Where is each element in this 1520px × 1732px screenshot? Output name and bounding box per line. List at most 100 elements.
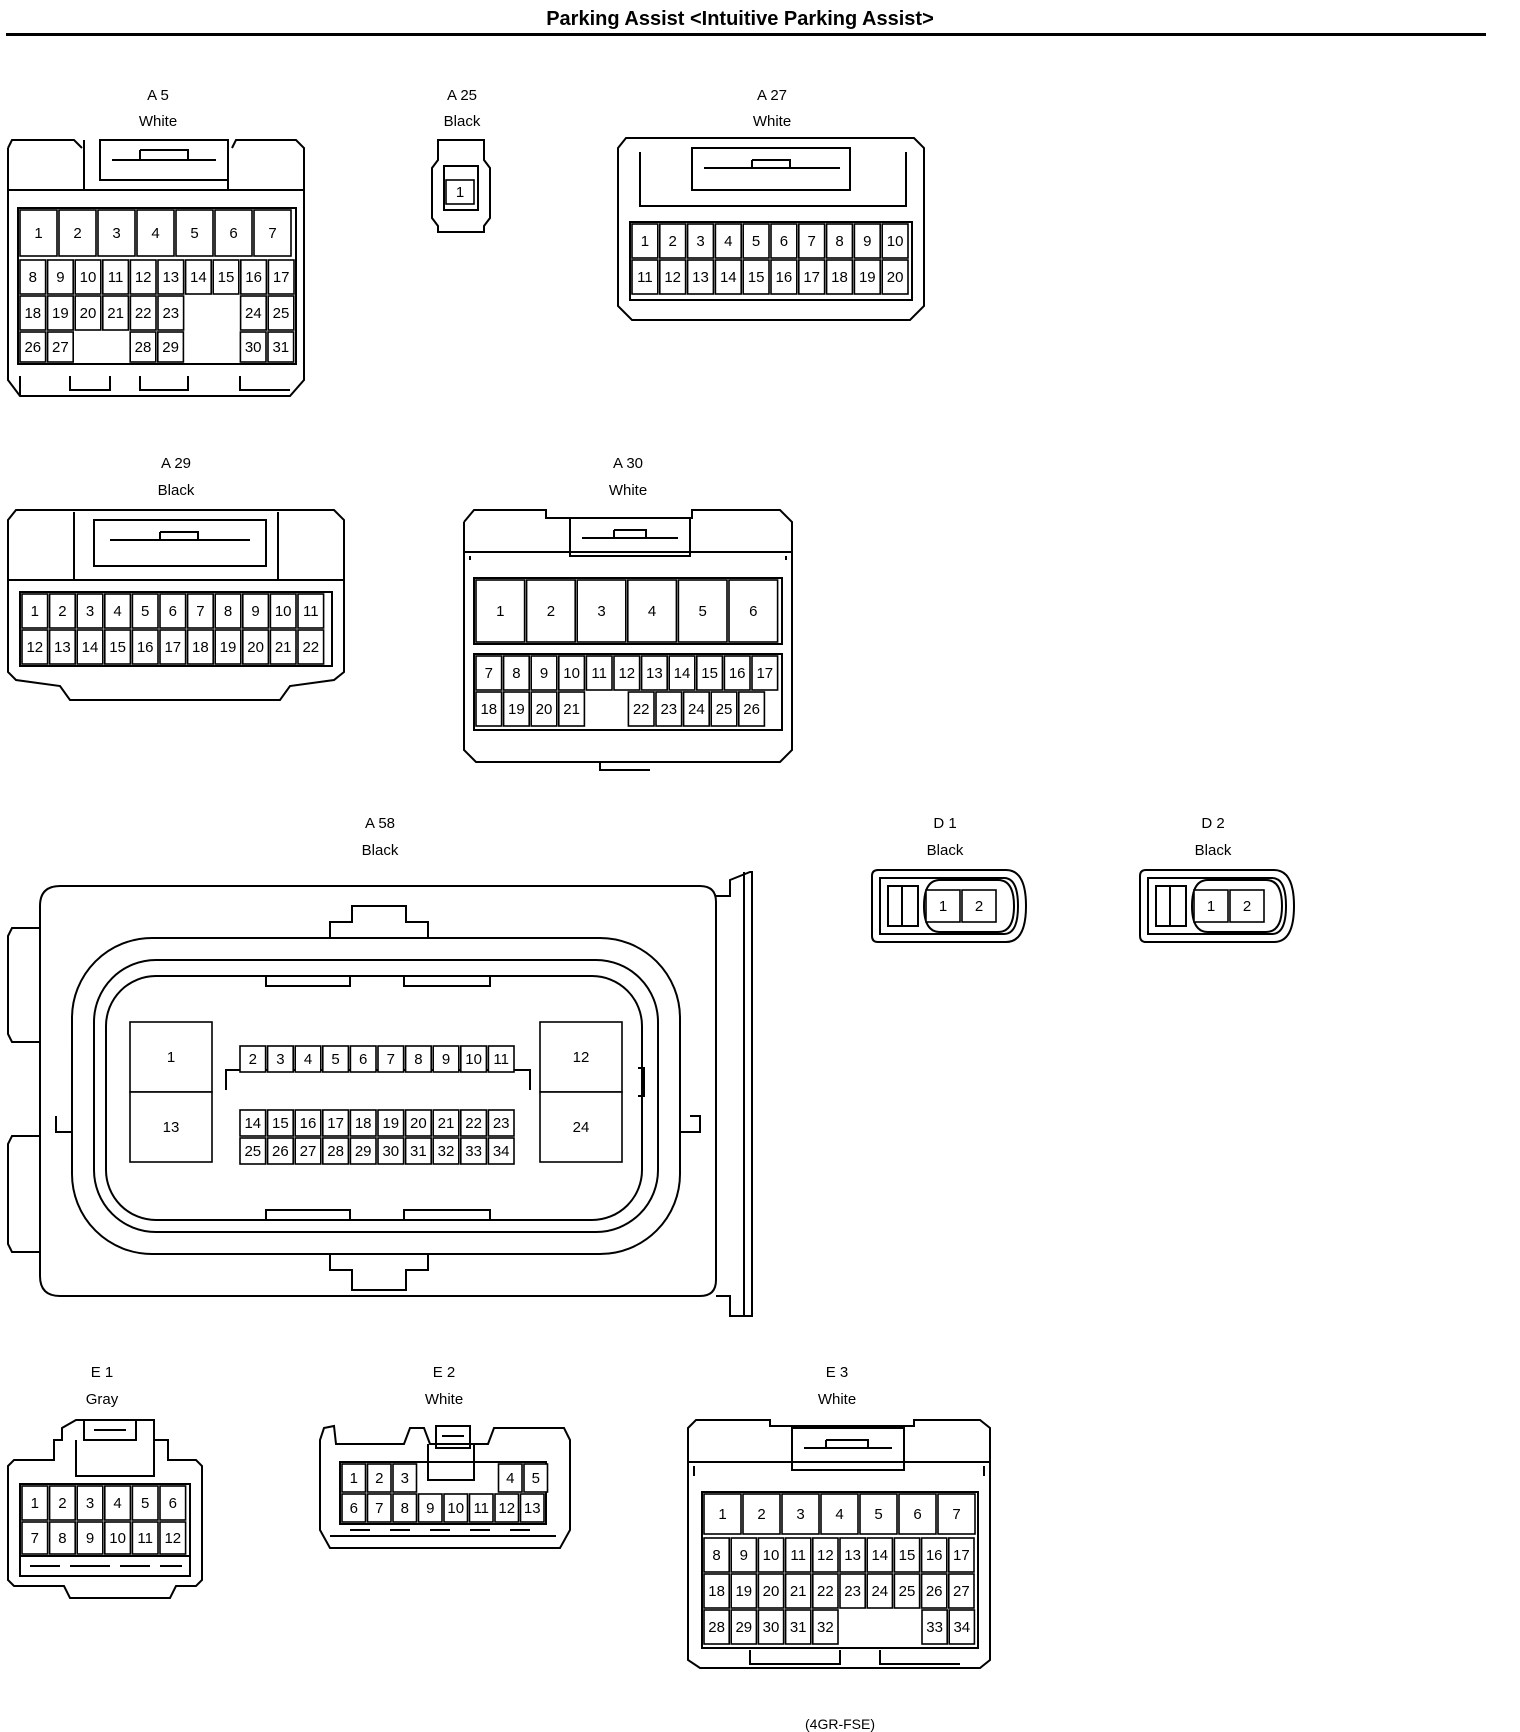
connector-a27-color: White: [752, 113, 792, 130]
pin-e1-3: 3: [76, 1485, 104, 1521]
svg-text:10: 10: [887, 233, 904, 250]
pin-a30-26: 26: [737, 691, 766, 727]
svg-text:5: 5: [699, 603, 707, 620]
pin-a5-28: 28: [129, 331, 157, 363]
pin-e2-9: 9: [417, 1493, 443, 1523]
svg-text:11: 11: [637, 269, 653, 286]
pin-a5-19: 19: [46, 295, 74, 331]
pin-a30-25: 25: [710, 691, 738, 727]
pin-a58-21: 21: [432, 1109, 460, 1137]
svg-text:16: 16: [137, 639, 154, 656]
svg-text:3: 3: [86, 603, 94, 620]
pin-a30-17: 17: [751, 655, 779, 691]
svg-text:2: 2: [375, 1470, 383, 1487]
svg-text:24: 24: [245, 305, 262, 322]
pin-e3-11: 11: [784, 1537, 812, 1573]
pin-a30-3: 3: [576, 579, 627, 643]
svg-text:18: 18: [355, 1115, 372, 1132]
connector-a29-color: Black: [157, 482, 195, 499]
pin-a58-34: 34: [487, 1137, 515, 1165]
svg-text:18: 18: [831, 269, 848, 286]
svg-text:15: 15: [899, 1547, 916, 1564]
svg-text:14: 14: [871, 1547, 888, 1564]
pin-a5-26: 26: [19, 331, 47, 363]
svg-text:18: 18: [24, 305, 41, 322]
svg-text:7: 7: [375, 1500, 383, 1517]
svg-text:28: 28: [708, 1619, 725, 1636]
pin-a5-25: 25: [267, 295, 295, 331]
svg-text:3: 3: [112, 225, 120, 242]
svg-text:2: 2: [669, 233, 677, 250]
pin-a5-27: 27: [46, 331, 74, 363]
pin-a29-17: 17: [159, 629, 187, 665]
pin-e2-10: 10: [443, 1493, 469, 1523]
pin-a5-13: 13: [157, 259, 185, 295]
svg-text:7: 7: [387, 1051, 395, 1068]
pin-e2-5: 5: [523, 1463, 549, 1493]
connector-a27-name: A 27: [756, 87, 788, 104]
pin-a29-20: 20: [242, 629, 270, 665]
pin-e1-5: 5: [131, 1485, 159, 1521]
svg-text:2: 2: [547, 603, 555, 620]
svg-text:20: 20: [80, 305, 97, 322]
svg-text:6: 6: [749, 603, 757, 620]
pin-a27-4: 4: [714, 223, 743, 259]
svg-text:11: 11: [473, 1500, 489, 1517]
pin-a29-3: 3: [76, 593, 104, 629]
svg-text:1: 1: [718, 1506, 726, 1523]
pin-e3-8: 8: [703, 1537, 731, 1573]
pin-a5-6: 6: [214, 209, 253, 257]
svg-text:33: 33: [465, 1143, 482, 1160]
pin-a29-1: 1: [21, 593, 49, 629]
pin-a58-6: 6: [349, 1045, 377, 1073]
svg-text:7: 7: [808, 233, 816, 250]
svg-text:15: 15: [218, 269, 235, 286]
svg-text:18: 18: [192, 639, 209, 656]
svg-text:5: 5: [331, 1051, 339, 1068]
svg-text:5: 5: [141, 603, 149, 620]
pin-a27-16: 16: [770, 259, 798, 295]
svg-text:2: 2: [757, 1506, 765, 1523]
pin-a58-16: 16: [294, 1109, 322, 1137]
svg-text:3: 3: [696, 233, 704, 250]
pin-a5-29: 29: [157, 331, 185, 363]
svg-text:34: 34: [953, 1619, 970, 1636]
svg-text:25: 25: [244, 1143, 261, 1160]
svg-text:21: 21: [107, 305, 124, 322]
svg-text:14: 14: [674, 665, 691, 682]
svg-text:10: 10: [763, 1547, 780, 1564]
svg-text:3: 3: [796, 1506, 804, 1523]
svg-text:11: 11: [790, 1547, 806, 1564]
pin-e3-25: 25: [893, 1573, 921, 1609]
pin-a30-23: 23: [655, 691, 683, 727]
svg-text:20: 20: [410, 1115, 427, 1132]
pin-a5-21: 21: [102, 295, 130, 331]
pin-e1-12: 12: [159, 1521, 187, 1555]
pin-d2-1: 1: [1193, 889, 1229, 923]
pin-a30-21: 21: [557, 691, 586, 727]
svg-text:4: 4: [151, 225, 159, 242]
svg-text:29: 29: [355, 1143, 372, 1160]
pin-a29-6: 6: [159, 593, 187, 629]
connector-a5-name: A 5: [147, 87, 169, 104]
svg-text:15: 15: [701, 665, 718, 682]
pin-e3-7: 7: [937, 1493, 976, 1535]
svg-text:2: 2: [975, 898, 983, 915]
pin-e2-1: 1: [341, 1463, 367, 1493]
svg-text:19: 19: [220, 639, 237, 656]
connector-d2-color: Black: [1194, 842, 1232, 859]
pin-d1-2: 2: [961, 889, 997, 923]
pin-e3-12: 12: [811, 1537, 839, 1573]
pin-a29-14: 14: [76, 629, 104, 665]
pin-a30-11: 11: [585, 655, 613, 691]
pin-a27-1: 1: [631, 223, 659, 259]
pin-a29-4: 4: [104, 593, 132, 629]
svg-text:21: 21: [790, 1583, 807, 1600]
pin-e3-14: 14: [866, 1537, 894, 1573]
svg-text:4: 4: [724, 233, 732, 250]
pin-a27-19: 19: [853, 259, 882, 295]
pin-a5-22: 22: [129, 295, 157, 331]
pin-e2-11: 11: [468, 1493, 494, 1523]
